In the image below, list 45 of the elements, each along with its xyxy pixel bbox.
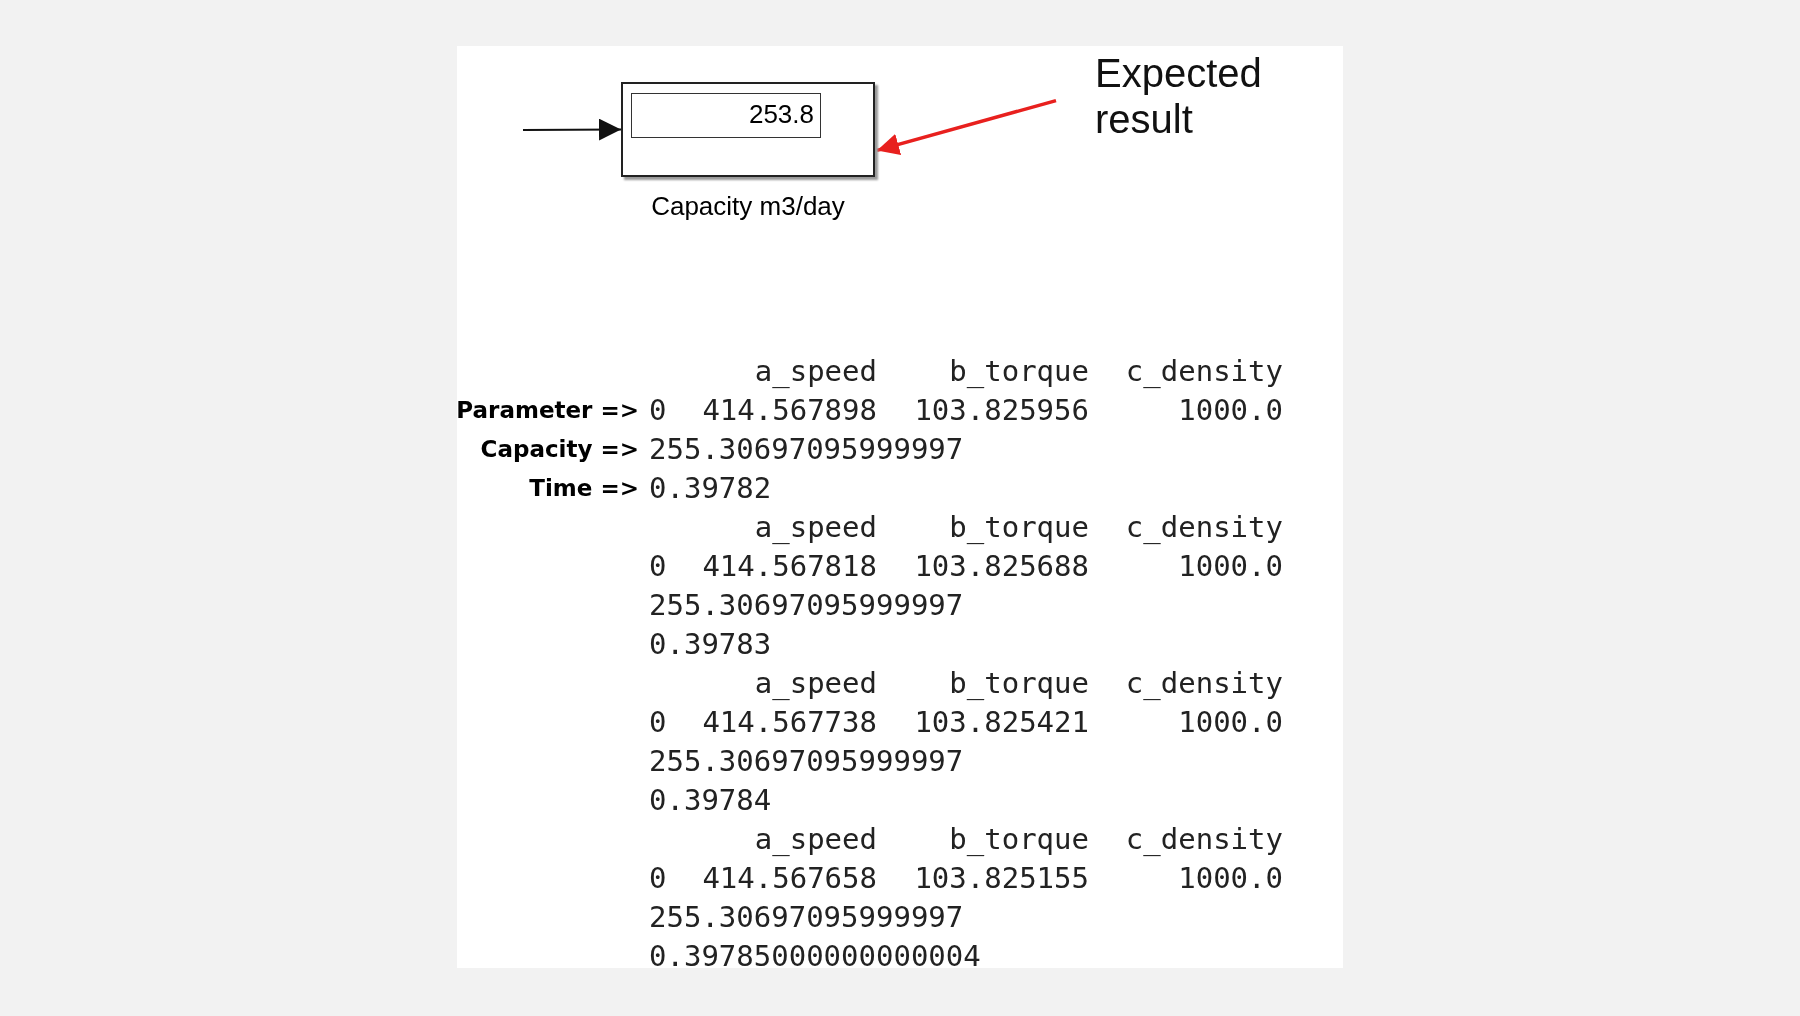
block-caption: Capacity m3/day	[651, 191, 845, 222]
console-value: 0.39785000000000004	[649, 939, 981, 973]
console-value: 1000.0	[1178, 393, 1283, 427]
row-label: Parameter =>	[456, 396, 639, 425]
console-value: 414.567738	[702, 705, 877, 739]
value-field: 253.8	[631, 93, 821, 138]
console-value: 255.30697095999997	[649, 900, 964, 934]
column-header: c_density	[1125, 354, 1283, 388]
row-index: 0	[649, 549, 667, 583]
console-value: 255.30697095999997	[649, 588, 964, 622]
column-header: c_density	[1125, 666, 1283, 700]
column-header: c_density	[1125, 510, 1283, 544]
display-block	[621, 82, 875, 177]
console-value: 1000.0	[1178, 549, 1283, 583]
row-index: 0	[649, 705, 667, 739]
console-value: 103.825956	[914, 393, 1089, 427]
input-arrow	[522, 118, 622, 141]
console-value: 103.825421	[914, 705, 1089, 739]
console-value: 0.39782	[649, 471, 772, 505]
row-index: 0	[649, 393, 667, 427]
console-value: 0.39783	[649, 627, 772, 661]
row-label: Capacity =>	[480, 435, 639, 464]
column-header: a_speed	[754, 822, 877, 856]
console-value: 103.825688	[914, 549, 1089, 583]
console-value: 1000.0	[1178, 861, 1283, 895]
row-label: Time =>	[529, 474, 639, 503]
column-header: b_torque	[949, 822, 1089, 856]
console-value: 414.567818	[702, 549, 877, 583]
console-value: 414.567898	[702, 393, 877, 427]
column-header: c_density	[1125, 822, 1283, 856]
column-header: a_speed	[754, 510, 877, 544]
console-value: 1000.0	[1178, 705, 1283, 739]
console-value: 414.567658	[702, 861, 877, 895]
console-value: 255.30697095999997	[649, 432, 964, 466]
column-header: b_torque	[949, 666, 1089, 700]
console-value: 103.825155	[914, 861, 1089, 895]
column-header: b_torque	[949, 510, 1089, 544]
column-header: a_speed	[754, 666, 877, 700]
console-value: 255.30697095999997	[649, 744, 964, 778]
annotation-text: Expected result	[1095, 50, 1325, 160]
row-index: 0	[649, 861, 667, 895]
column-header: b_torque	[949, 354, 1089, 388]
column-header: a_speed	[754, 354, 877, 388]
console-value: 0.39784	[649, 783, 772, 817]
pointer-arrow	[876, 98, 1057, 156]
